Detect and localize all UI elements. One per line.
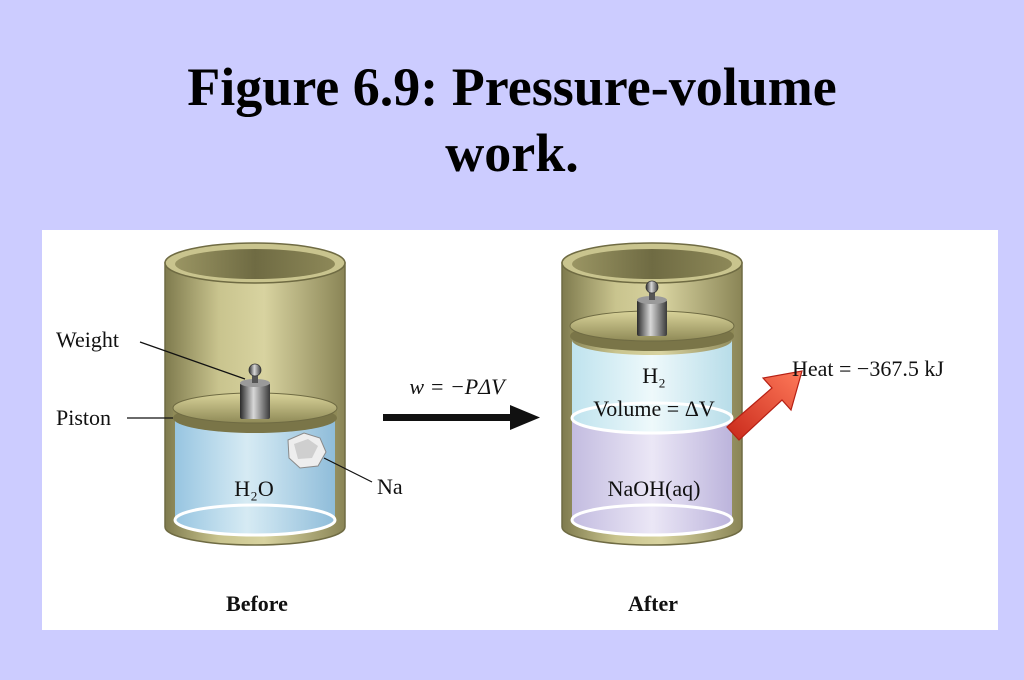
sodium-label: Na bbox=[377, 474, 403, 499]
title-line-2: work. bbox=[445, 123, 579, 184]
heat-label: Heat = −367.5 kJ bbox=[792, 356, 944, 381]
before-caption: Before bbox=[226, 591, 288, 616]
heat-arrow bbox=[726, 370, 803, 441]
title-line-1: Figure 6.9: Pressure-volume bbox=[187, 57, 837, 118]
pressure-volume-diagram: Weight Piston H₂O Na Before w = −PΔV bbox=[56, 242, 944, 616]
figure-panel: Weight Piston H₂O Na Before w = −PΔV bbox=[42, 230, 998, 630]
work-arrow bbox=[383, 405, 540, 430]
volume-label: Volume = ΔV bbox=[593, 396, 715, 421]
work-equation: w = −PΔV bbox=[409, 374, 507, 399]
weight-label: Weight bbox=[56, 327, 119, 352]
after-cylinder bbox=[561, 242, 743, 546]
slide-title: Figure 6.9: Pressure-volume work. bbox=[0, 54, 1024, 186]
after-weight bbox=[637, 280, 667, 336]
hydrogen-label: H₂ bbox=[642, 363, 666, 388]
after-caption: After bbox=[628, 591, 678, 616]
before-weight bbox=[240, 363, 270, 419]
piston-label: Piston bbox=[56, 405, 111, 430]
hydrogen-gas-volume bbox=[572, 340, 732, 433]
before-cylinder bbox=[164, 242, 346, 546]
water-label: H₂O bbox=[234, 476, 273, 501]
naoh-label: NaOH(aq) bbox=[608, 476, 701, 501]
